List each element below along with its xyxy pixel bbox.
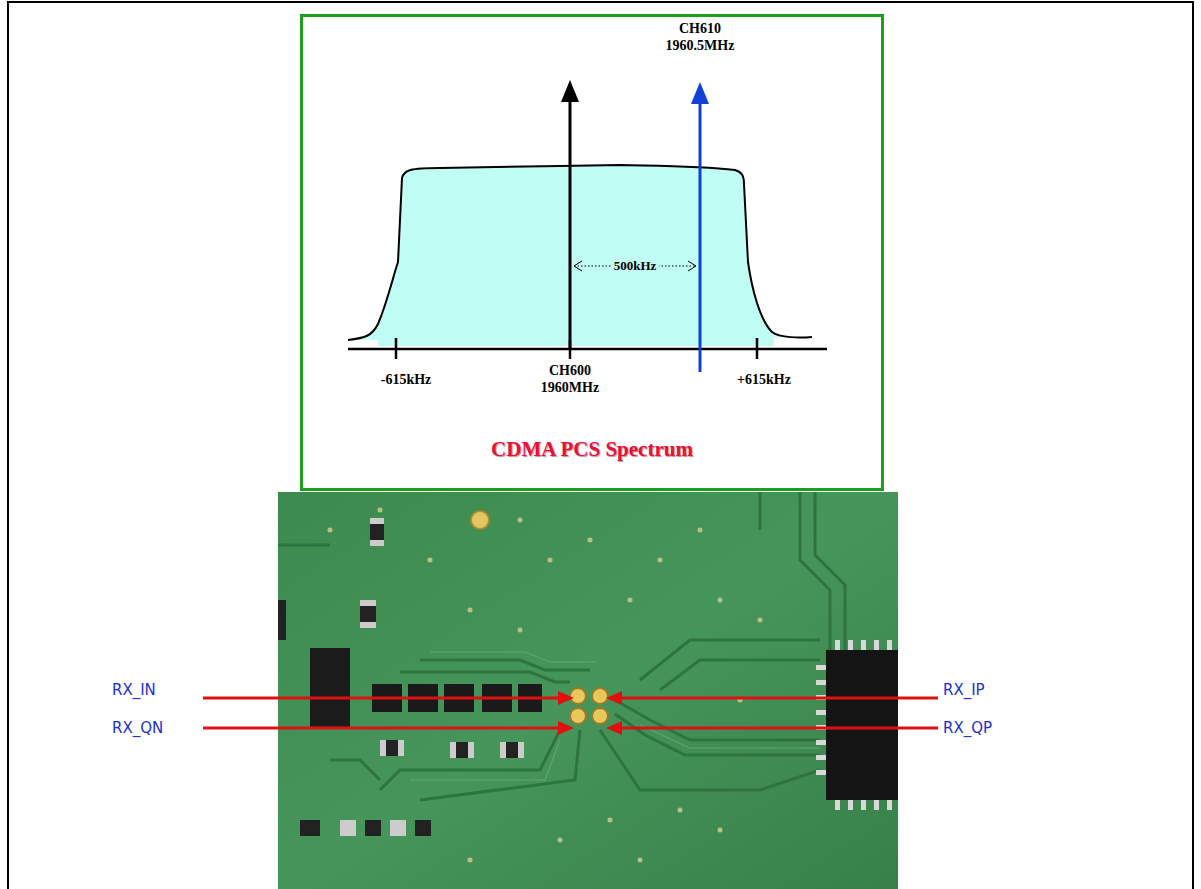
- leader-arrow: [203, 691, 938, 735]
- page-frame: [8, 2, 1193, 889]
- span-head: [574, 261, 582, 271]
- signal-name: RX_QN: [112, 719, 163, 737]
- arrow-head: [561, 80, 579, 102]
- carrier-arrow: [569, 100, 572, 349]
- signal-name: RX_QP: [943, 719, 992, 737]
- spectrum-shape: [348, 165, 812, 340]
- arrow-head: [691, 82, 709, 104]
- axis-tick: [756, 338, 759, 359]
- axis-tick: [395, 338, 398, 359]
- spectrum-base: [378, 336, 774, 346]
- span-head: [688, 261, 696, 271]
- frequency-axis: [348, 348, 827, 351]
- spectrum-frame: CDMA PCS Spectrum: [300, 14, 884, 491]
- chart-caption: CDMA PCS Spectrum: [491, 437, 693, 462]
- signal-name: RX_IN: [112, 681, 156, 699]
- carrier-arrow: [699, 104, 702, 372]
- channel-label: CH600 1960MHz: [541, 362, 599, 396]
- channel-label: CH610 1960.5MHz: [666, 20, 735, 54]
- signal-name: RX_IP: [943, 681, 985, 699]
- offset-label: -615kHz: [381, 372, 432, 388]
- offset-label: +615kHz: [737, 372, 791, 388]
- span-label: 500kHz: [611, 258, 660, 274]
- pcb-photo: [278, 492, 898, 889]
